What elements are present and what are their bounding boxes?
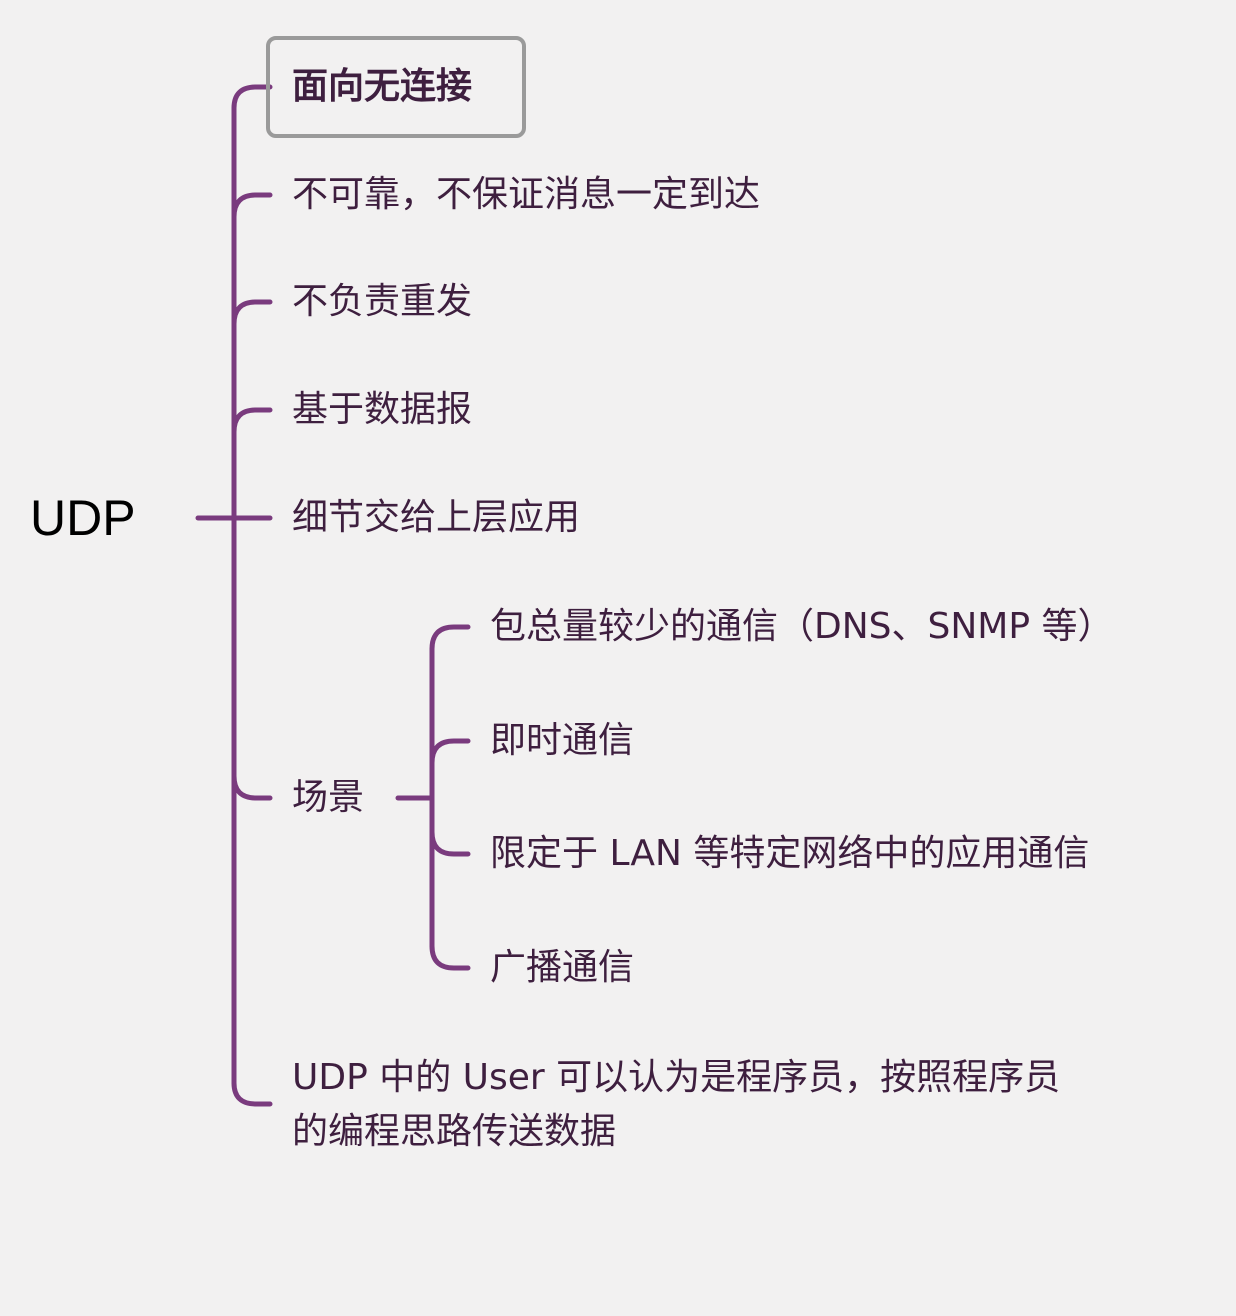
connector-branch-4 (231, 407, 273, 435)
connector-branch-1 (231, 84, 273, 111)
node-connectionless[interactable]: 面向无连接 (292, 66, 473, 107)
node-user-programmer[interactable]: UDP 中的 User 可以认为是程序员，按照程序员 的编程思路传送数据 (292, 1051, 1192, 1159)
node-scenario-instant-messaging[interactable]: 即时通信 (490, 720, 635, 761)
node-unreliable[interactable]: 不可靠，不保证消息一定到达 (292, 174, 761, 215)
node-user-programmer-line2: 的编程思路传送数据 (292, 1111, 617, 1152)
node-datagram-based[interactable]: 基于数据报 (292, 389, 473, 430)
connector-branch-3 (231, 299, 273, 327)
node-user-programmer-line1: UDP 中的 User 可以认为是程序员，按照程序员 (292, 1057, 1061, 1098)
node-scenarios[interactable]: 场景 (292, 777, 365, 818)
connector-scene-3 (429, 829, 471, 857)
node-scenario-broadcast[interactable]: 广播通信 (490, 947, 635, 988)
node-details-to-upper-layer[interactable]: 细节交给上层应用 (292, 497, 581, 538)
connector-branch-6 (231, 773, 273, 801)
connector-scene-1 (429, 624, 471, 652)
root-node-udp[interactable]: UDP (30, 490, 136, 546)
connector-branch-2 (231, 192, 273, 220)
selected-node-frame (266, 36, 526, 138)
connector-scene-2 (429, 738, 471, 766)
connector-scene-4 (429, 943, 471, 971)
node-scenario-small-traffic[interactable]: 包总量较少的通信（DNS、SNMP 等） (490, 606, 1114, 647)
node-scenario-lan-apps[interactable]: 限定于 LAN 等特定网络中的应用通信 (490, 833, 1090, 874)
connector-branch-7 (231, 1080, 273, 1107)
node-no-retransmit[interactable]: 不负责重发 (292, 281, 473, 322)
